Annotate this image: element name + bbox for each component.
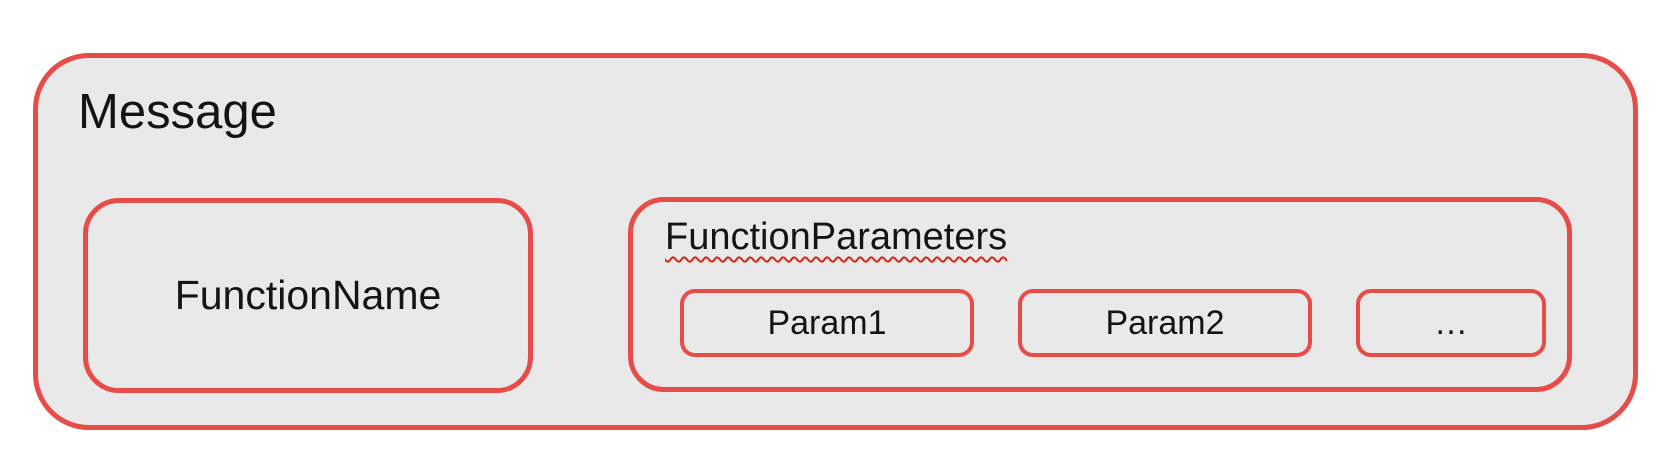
message-box: Message FunctionName FunctionParameters … <box>33 53 1638 430</box>
param-label-1: Param1 <box>767 304 887 342</box>
param-box-ellipsis: … <box>1356 289 1546 357</box>
function-name-label: FunctionName <box>174 272 442 318</box>
function-parameters-label: FunctionParameters <box>665 216 1008 258</box>
message-label: Message <box>78 85 277 139</box>
function-parameters-box: FunctionParameters Param1 Param2 … <box>628 197 1572 392</box>
param-box-2: Param2 <box>1018 289 1312 357</box>
param-label-2: Param2 <box>1105 304 1225 342</box>
param-box-1: Param1 <box>680 289 974 357</box>
function-name-box: FunctionName <box>83 198 533 393</box>
param-ellipsis-label: … <box>1434 304 1468 342</box>
params-row: Param1 Param2 … <box>680 289 1546 357</box>
